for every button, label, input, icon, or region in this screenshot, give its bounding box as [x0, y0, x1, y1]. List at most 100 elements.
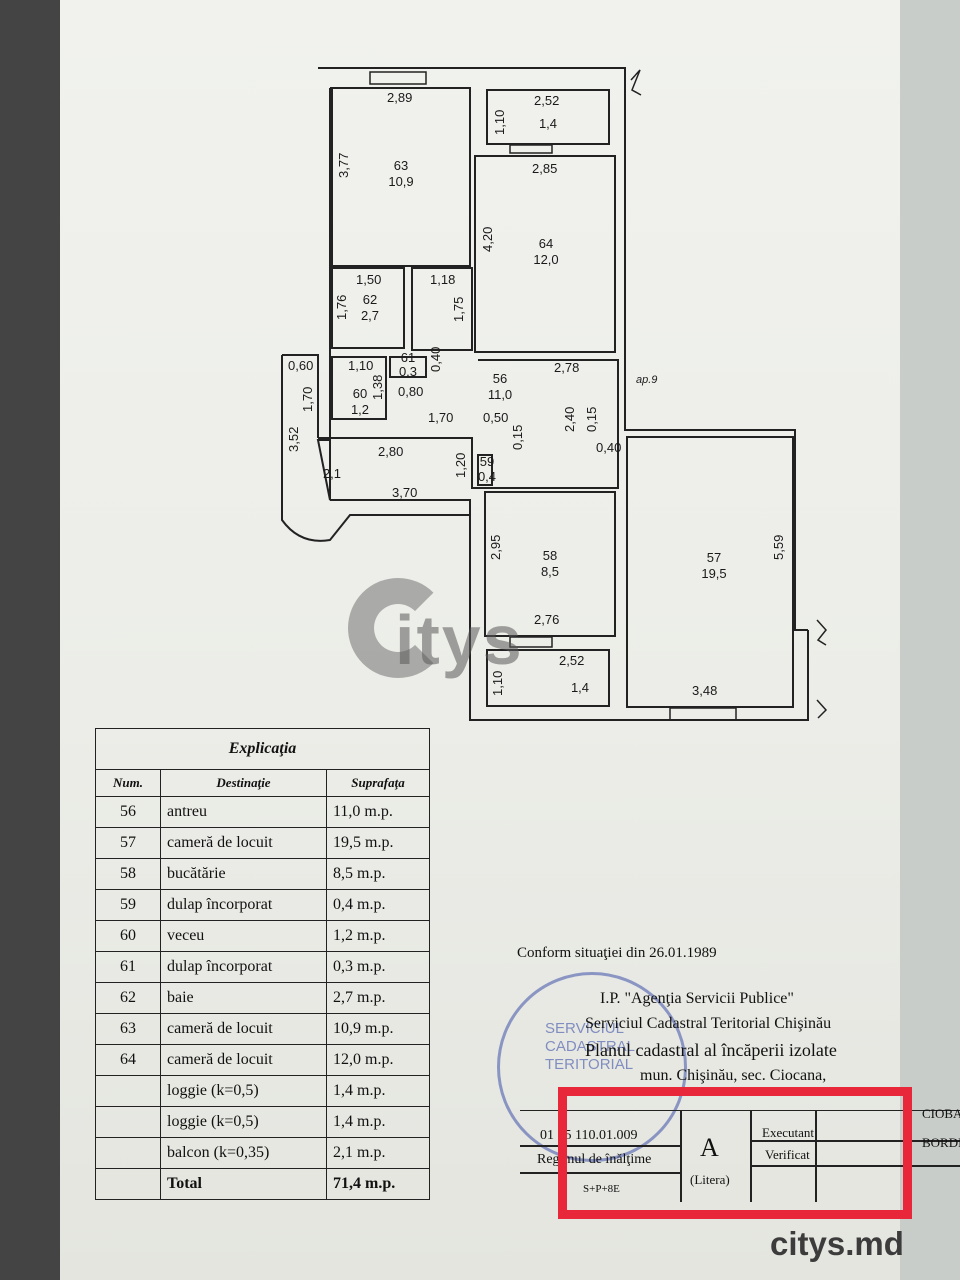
dim: 0,15	[510, 425, 525, 450]
storeys: S+P+8E	[583, 1183, 620, 1195]
room-label-loggia-bottom: 1,4	[571, 680, 589, 695]
svg-text:2,7: 2,7	[361, 308, 379, 323]
room-63-outline	[331, 87, 471, 267]
situation-note: Conform situaţiei din 26.01.1989	[517, 945, 717, 961]
apartment-label: ap.9	[636, 374, 657, 386]
svg-text:0,4: 0,4	[478, 469, 496, 484]
svg-text:11,0: 11,0	[488, 387, 512, 402]
dim: 1,70	[428, 410, 453, 425]
verifier-name: BORDE	[922, 1135, 960, 1150]
dim: 2,80	[378, 444, 403, 459]
legend-header-area: Suprafaţa	[326, 769, 430, 797]
window-63	[369, 71, 427, 85]
legend-header-dest: Destinaţie	[160, 769, 327, 797]
svg-text:19,5: 19,5	[701, 566, 726, 581]
table-row: loggie (k=0,5)1,4 m.p.	[95, 1075, 430, 1107]
room-59-outline	[477, 454, 493, 486]
dim: 0,15	[584, 407, 599, 432]
sheet-right-edge	[900, 0, 960, 1280]
dim: 5,59	[771, 535, 786, 560]
svg-text:0,3: 0,3	[399, 364, 417, 379]
dim: 2,78	[554, 360, 579, 375]
window-58	[509, 636, 553, 648]
dim: 0,40	[596, 440, 621, 455]
svg-text:60: 60	[353, 386, 367, 401]
dim: 1,70	[300, 387, 315, 412]
plan-title: Planul cadastral al încăperii izolate	[585, 1040, 837, 1060]
dim: 2,85	[532, 161, 557, 176]
room-label-loggia-top: 1,4	[539, 116, 557, 131]
divider	[680, 1110, 682, 1202]
dim: 3,48	[692, 683, 717, 698]
dim: 1,18	[430, 272, 455, 287]
address: mun. Chişinău, sec. Ciocana,	[640, 1067, 827, 1084]
room-58-outline	[484, 491, 616, 637]
dim: 2,95	[488, 535, 503, 560]
dim: 2,76	[534, 612, 559, 627]
background-dark-edge	[0, 0, 60, 1280]
wall-break-bottom	[816, 699, 828, 719]
dim: 3,70	[392, 485, 417, 500]
red-highlight-box	[558, 1087, 912, 1219]
svg-text:12,0: 12,0	[533, 252, 558, 267]
official-stamp	[497, 972, 687, 1162]
wall-break-right	[816, 619, 827, 646]
divider	[520, 1172, 680, 1174]
divider	[750, 1165, 960, 1167]
stamp-text: SERVICIUL CADASTRAL TERITORIAL	[545, 1020, 636, 1073]
dim: 0,60	[288, 358, 313, 373]
room-label-58: 588,5	[541, 548, 559, 579]
dim: 0,50	[483, 410, 508, 425]
organization-name: I.P. "Agenţia Servicii Publice"	[600, 990, 794, 1007]
room-label-61: 610,3	[399, 350, 417, 379]
dim: 0,80	[398, 384, 423, 399]
svg-text:57: 57	[707, 550, 721, 565]
wall-break-top	[630, 69, 642, 96]
divider	[750, 1110, 752, 1202]
dim: 2,89	[387, 90, 412, 105]
svg-text:2,1: 2,1	[323, 466, 341, 481]
dim: 3,52	[286, 427, 301, 452]
dim: 2,40	[562, 407, 577, 432]
room-60-outline	[331, 356, 387, 420]
dim: 1,10	[492, 110, 507, 135]
room-61-outline	[389, 356, 427, 378]
executant-name: CIOBAN	[922, 1106, 960, 1121]
svg-text:1,4: 1,4	[571, 680, 589, 695]
outer-wall	[316, 67, 809, 721]
watermark-site: citys.md	[770, 1225, 904, 1262]
letter-label: (Litera)	[690, 1172, 730, 1187]
svg-text:8,5: 8,5	[541, 564, 559, 579]
loggia-top-outline	[486, 89, 610, 145]
divider	[520, 1145, 680, 1147]
divider	[750, 1140, 960, 1142]
verificat-label: Verificat	[765, 1147, 810, 1162]
room-label-60: 601,2	[351, 386, 369, 417]
balcony-outline	[281, 354, 471, 542]
svg-text:56: 56	[493, 371, 507, 386]
service-name: Serviciul Cadastral Teritorial Chişinău	[585, 1015, 832, 1032]
svg-text:62: 62	[363, 292, 377, 307]
room-label-balcony: 2,1	[323, 466, 341, 481]
letter: A	[700, 1133, 719, 1162]
dim: 1,38	[370, 375, 385, 400]
room-label-62: 622,7	[361, 292, 379, 323]
watermark-brand: itys	[395, 601, 524, 679]
corridor-outline	[411, 267, 473, 351]
title-block-grid	[520, 1110, 960, 1203]
dim: 4,20	[480, 227, 495, 252]
dim: 1,76	[334, 295, 349, 320]
svg-text:1,4: 1,4	[539, 116, 557, 131]
